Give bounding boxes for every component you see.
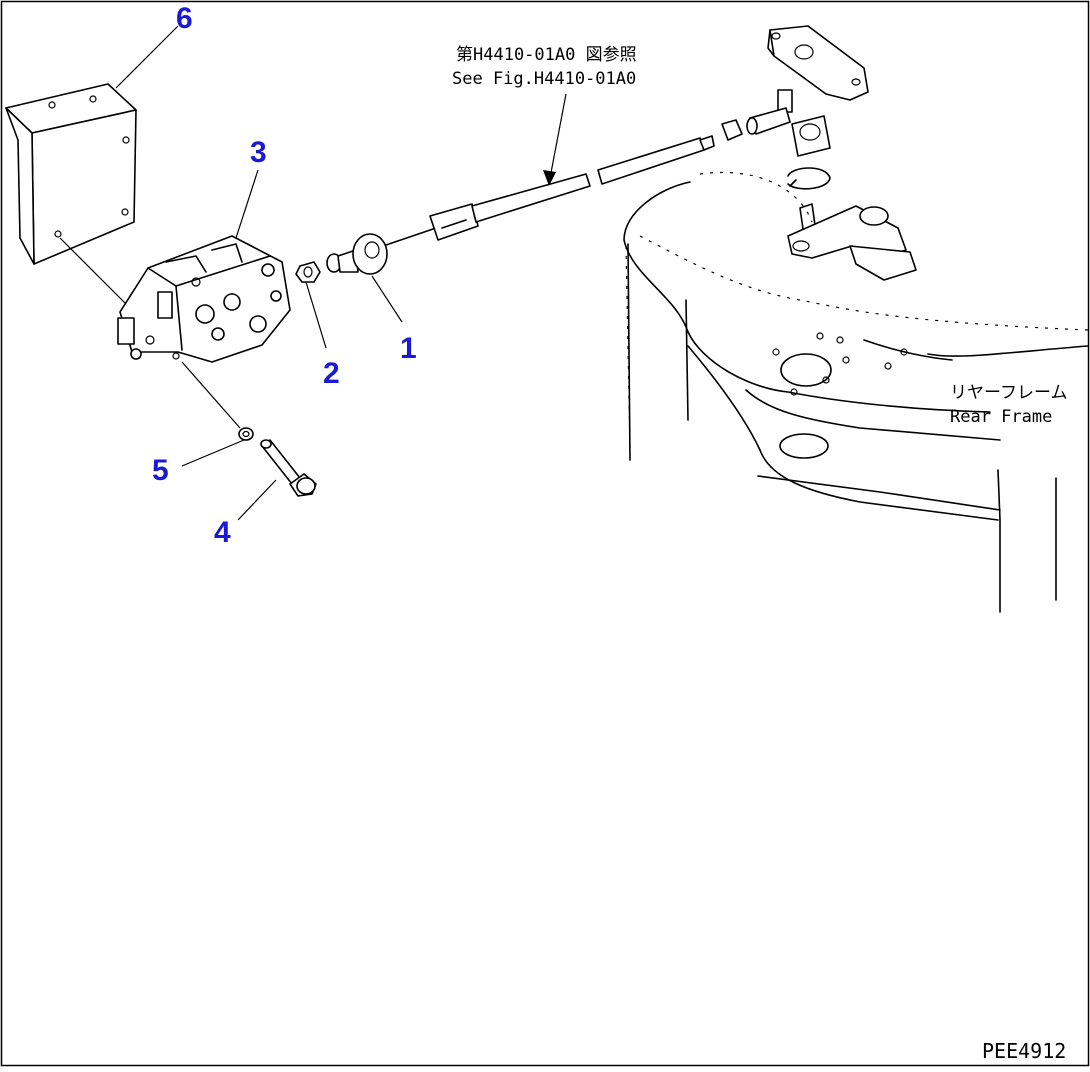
callout-1: 1 <box>400 332 417 365</box>
bracket-part-6 <box>5 83 137 265</box>
reference-label-jp: 第H4410-01A0 図参照 <box>456 45 637 65</box>
control-valve-part-3 <box>117 235 291 363</box>
reference-label-en: See Fig.H4410-01A0 <box>452 69 636 89</box>
frame-label-jp: リヤーフレーム <box>950 383 1067 403</box>
frame-label-en: Rear Frame <box>950 407 1052 427</box>
control-cable <box>385 119 743 246</box>
rod-end-part-1 <box>326 233 388 275</box>
callout-6: 6 <box>176 2 193 35</box>
callout-3: 3 <box>250 136 267 169</box>
leader-lines <box>59 25 567 521</box>
callout-4: 4 <box>214 516 231 549</box>
rear-frame <box>623 171 1089 613</box>
lever-assembly <box>746 25 869 190</box>
washer-part-5 <box>238 427 254 441</box>
callout-2: 2 <box>323 357 340 390</box>
callout-5: 5 <box>152 454 169 487</box>
lower-lever <box>787 203 917 281</box>
nut-part-2 <box>295 261 321 283</box>
figure-code: PEE4912 <box>982 1039 1066 1063</box>
bolt-part-4 <box>260 439 317 497</box>
